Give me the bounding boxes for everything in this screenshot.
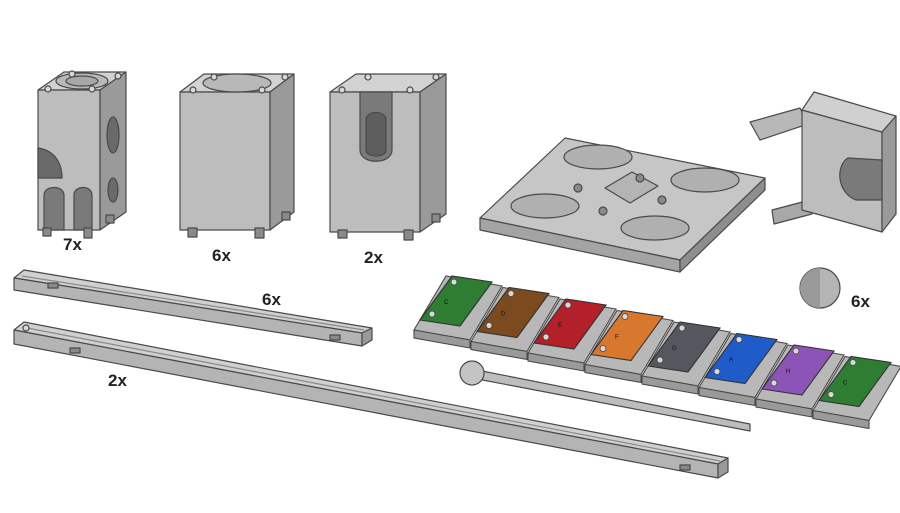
block-slotted-icon [329, 73, 447, 241]
block-curved-holes-icon [37, 70, 127, 239]
quantity-block-curved-holes: 7x [63, 235, 82, 254]
base-plate-icon [479, 137, 766, 273]
mallet-icon [459, 360, 751, 432]
xylophone-bar-note: C [444, 300, 449, 306]
ball-icon [799, 267, 841, 309]
xylophone-bar-note: D [501, 312, 506, 318]
quantity-block-slotted: 2x [364, 248, 383, 267]
xylophone-bar-2: D [470, 286, 560, 361]
quantity-rail-short: 6x [262, 290, 281, 309]
xylophone-bar-4: F [584, 309, 674, 384]
splitter-icon [749, 91, 897, 233]
xylophone-bar-note: H [786, 369, 790, 375]
xylophone-bar-1: C [413, 275, 503, 349]
quantity-rail-long: 2x [108, 371, 127, 390]
xylophone-bar-3: E [527, 298, 617, 372]
quantity-ball: 6x [851, 292, 870, 311]
rail-short-icon [13, 269, 373, 347]
xylophone-bar-8: C [812, 355, 900, 430]
xylophone-bar-note: G [672, 346, 677, 352]
xylophone-bar-note: F [615, 335, 619, 341]
xylophone-bar-5: G [641, 321, 731, 395]
xylophone-bar-6: A [698, 332, 788, 407]
rail-long-icon [13, 321, 729, 479]
xylophone-bar-note: A [729, 358, 733, 364]
xylophone-bar-7: H [755, 344, 845, 418]
xylophone-bar-note: E [558, 323, 562, 329]
xylophone-bar-note: C [843, 381, 848, 387]
xylophone: C D E F G A H C [413, 275, 900, 430]
block-plain-icon [179, 73, 295, 239]
quantity-block-plain: 6x [212, 246, 231, 265]
